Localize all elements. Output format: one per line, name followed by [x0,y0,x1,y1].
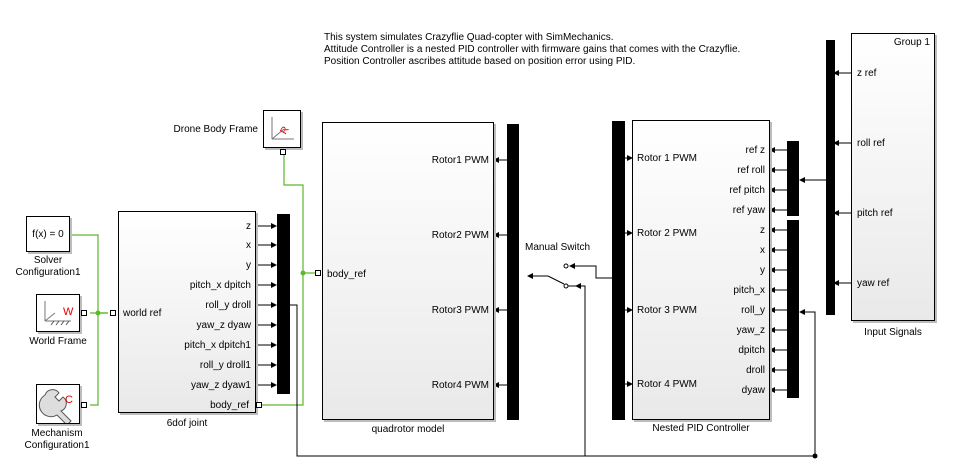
svg-text:W: W [63,306,74,318]
port-label: roll_y [741,305,765,316]
model-description: This system simulates Crazyflie Quad-cop… [324,32,741,67]
port-label: yaw_z dyaw1 [190,380,251,391]
solver-configuration-label: Solver Configuration1 [15,255,81,278]
port-label: yaw ref [857,278,890,289]
junction-dot [300,270,306,276]
joint-to-mux-lines [254,223,277,388]
port-label: ref pitch [729,185,765,196]
port-label: pitch_x [733,285,765,296]
svg-text:R: R [279,125,292,137]
pid-demux-bar[interactable] [612,121,625,420]
port-label: pitch_x dpitch1 [184,340,251,351]
port-label: x [760,245,765,256]
port-label: z ref [857,68,877,79]
ref-mux-bar[interactable] [787,141,799,216]
quadrotor-model-block[interactable]: body_ref Rotor1 PWM Rotor2 PWM Rotor3 PW… [322,122,494,420]
mechanism-to-joint-line[interactable] [90,313,99,406]
port-label: pitch ref [857,208,893,219]
port-label: Rotor1 PWM [431,155,489,166]
port-label: roll ref [857,138,885,149]
port-label: Rotor3 PWM [431,305,489,316]
manual-switch-label: Manual Switch [525,242,591,253]
port-label: Rotor2 PWM [431,230,489,241]
world-frame-label: World Frame [29,336,87,347]
port-label: ref z [745,145,765,156]
pid-input-lines [769,147,787,393]
wrench-icon: C [38,389,73,426]
solver-configuration-block[interactable]: f(x) = 0 [26,216,70,252]
port-label: roll_y droll1 [199,360,251,371]
bodyref-to-quad-line[interactable] [262,273,304,406]
bodyframe-to-quad-line[interactable] [283,155,315,274]
port-label: Rotor 1 PWM [637,153,698,164]
port-label: z [760,225,765,236]
port-label: yaw_z dyaw [196,320,251,331]
demux-to-quad-lines [493,157,507,388]
frame-axes-icon: R [271,117,294,140]
mechanism-configuration-label: Mechanism Configuration1 [24,428,90,451]
state-mux-bar[interactable] [787,220,799,398]
pid-demux-lines [625,155,633,387]
world-ref-port[interactable] [110,310,116,316]
world-ref-port-label: world ref [123,308,162,319]
joint-mux-bar[interactable] [277,214,290,394]
port-label: dpitch [738,345,765,356]
mechanism-port[interactable] [81,402,87,408]
port-label: ref yaw [732,205,765,216]
junction-dot [95,310,101,316]
port-label: pitch_x dpitch [189,280,251,291]
junction-dot [812,453,818,459]
group-label: Group 1 [893,37,930,48]
port-label: y [246,260,251,271]
port-label: x [246,240,251,251]
port-label: droll [746,365,765,376]
drone-body-frame-block[interactable]: R [263,110,301,148]
port-label: y [760,265,765,276]
port-label: Rotor 2 PWM [637,228,698,239]
nested-pid-label: Nested PID Controller [652,423,750,434]
body-frame-port[interactable] [280,149,286,155]
world-frame-port[interactable] [81,310,87,316]
port-label: Rotor 4 PWM [637,379,698,390]
svg-text:C: C [65,394,73,406]
port-label: ref roll [737,165,765,176]
port-label: z [246,221,251,232]
input-signal-lines [799,70,851,286]
body-ref-port-label: body_ref [327,269,366,280]
feedback-to-pid-line[interactable] [799,309,816,456]
physical-connections [70,155,315,406]
six-dof-joint-block[interactable]: world ref z x y pitch_x dpitch roll_y dr… [118,211,256,413]
feedback-line[interactable] [290,304,815,457]
world-frame-icon: W [44,301,74,326]
port-label: body_ref [210,400,249,411]
port-label: Rotor 3 PWM [637,305,698,316]
nested-pid-controller-block[interactable]: Rotor 1 PWM Rotor 2 PWM Rotor 3 PWM Roto… [632,120,770,420]
input-demux-bar[interactable] [826,40,835,315]
drone-body-frame-label: Drone Body Frame [173,124,258,135]
port-label: roll_y droll [205,300,251,311]
port-label: Rotor4 PWM [431,380,489,391]
mechanism-configuration-block[interactable]: C [36,384,80,426]
feedback-to-switch-line[interactable] [575,283,586,456]
six-dof-joint-label: 6dof joint [166,418,208,429]
quad-demux-bar[interactable] [507,124,519,420]
body-ref-in-port[interactable] [315,270,321,276]
input-signals-block[interactable]: Group 1 z ref roll ref pitch ref yaw ref [851,33,935,321]
input-signals-label: Input Signals [864,327,922,338]
port-label: yaw_z [736,325,765,336]
manual-switch-icon[interactable] [527,263,612,289]
world-frame-block[interactable]: W [36,294,80,332]
body-ref-out-port[interactable] [256,402,262,408]
quadrotor-model-label: quadrotor model [371,424,445,435]
port-label: dyaw [741,385,765,396]
